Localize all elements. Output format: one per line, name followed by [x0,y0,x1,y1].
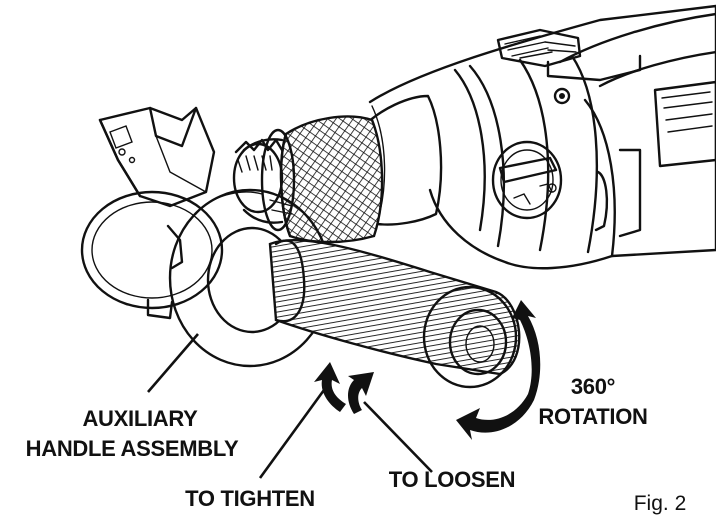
drill-body [358,4,716,270]
clamp-band [80,106,224,320]
rotation-label-line1: 360° [571,374,615,399]
rotation-arrow-icon [456,300,541,440]
auxiliary-label-line2: HANDLE ASSEMBLY [26,436,239,461]
tighten-label: TO TIGHTEN [185,486,315,511]
chuck-teeth [234,138,284,173]
loosen-label: TO LOOSEN [389,467,515,492]
leader-lines [147,333,433,479]
rotation-label-line2: ROTATION [538,404,647,429]
auxiliary-label-line1: AUXILIARY [82,406,198,431]
mode-selector-knob [491,140,563,220]
loosen-arrow-icon [348,372,374,414]
auxiliary-handle [168,188,521,389]
tighten-arrow-icon [314,362,346,412]
drill-chuck [232,115,384,244]
figure-caption: Fig. 2 [634,492,687,515]
